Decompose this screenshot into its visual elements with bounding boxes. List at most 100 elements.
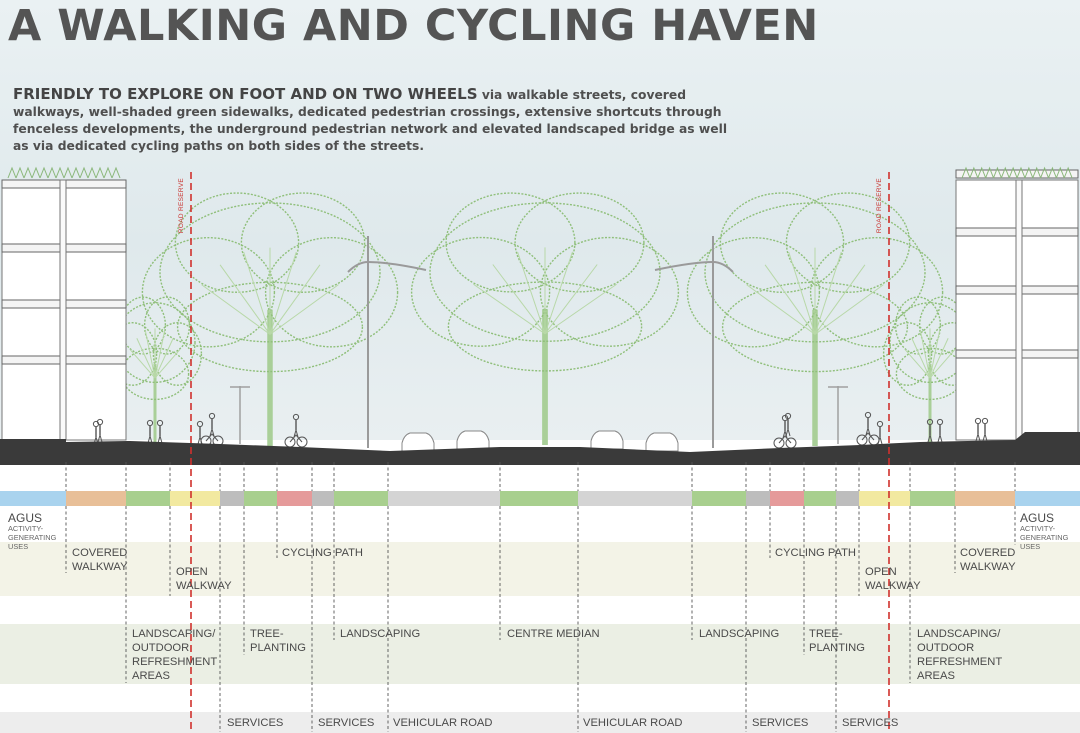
tree-canopy	[152, 322, 203, 386]
person-legs	[157, 435, 163, 444]
tree-branch	[201, 284, 271, 335]
tree-canopy	[143, 296, 191, 355]
building-left	[1, 166, 127, 441]
person-legs	[209, 428, 215, 437]
label-band-bottom	[0, 712, 1080, 733]
person-head	[156, 419, 164, 427]
lamp-arm	[347, 261, 369, 273]
label-cycling-path-left: CYCLING PATH	[282, 547, 364, 559]
label-band-top	[0, 542, 1080, 596]
person-right-1	[784, 412, 792, 437]
label-vehicular-road-right: VEHICULAR ROAD	[583, 717, 683, 729]
bike-frame	[205, 433, 219, 442]
car-2	[456, 430, 490, 450]
sky-background	[0, 0, 1080, 440]
person-left-3	[146, 419, 154, 444]
person-right-5	[974, 417, 982, 442]
tree-branch	[544, 283, 617, 335]
tree-large-right	[686, 192, 944, 446]
tree-branch	[929, 349, 956, 379]
person-head	[208, 412, 216, 420]
tree-branch	[929, 330, 941, 379]
label-covered-walkway-right: COVERED WALKWAY	[960, 547, 1016, 573]
tree-canopy	[141, 236, 276, 348]
tree-small-left	[107, 296, 203, 442]
label-open-walkway-left: OPEN WALKWAY	[176, 566, 232, 592]
roof-planting	[992, 166, 1002, 179]
tree-canopy	[894, 296, 942, 355]
lamp-arm	[654, 261, 714, 271]
road-reserve-lines	[190, 172, 890, 733]
strip-open-walkway-left	[170, 491, 220, 506]
label-landscaping-outdoor-right: LANDSCAPING/ OUTDOOR REFRESHMENT AREAS	[917, 628, 1003, 682]
buildings	[1, 166, 1079, 441]
tree-branch	[544, 264, 598, 335]
label-band-middle	[0, 624, 1080, 684]
tree-canopy	[114, 302, 196, 384]
label-agus-left: AGUs	[8, 511, 43, 525]
strip-landscaping-outdoor-right	[910, 491, 955, 506]
bike-wheel	[296, 436, 308, 448]
label-agus-sub-left: ACTIVITY- GENERATING USES	[8, 524, 57, 551]
building-column	[1015, 179, 1023, 441]
label-cycling-path-right: CYCLING PATH	[775, 547, 857, 559]
strip-centre-median	[500, 491, 578, 506]
cyclist-left-2-rider	[292, 413, 300, 438]
road-reserve-label-right: ROAD RESERVE	[876, 178, 883, 234]
tree-branch	[814, 251, 842, 335]
street-lamps	[230, 236, 848, 448]
roof-planting	[7, 166, 17, 179]
strip-covered-walkway-left	[66, 491, 126, 506]
label-centre-median: CENTRE MEDIAN	[507, 628, 600, 640]
tree-canopy	[785, 192, 911, 293]
roof-planting	[31, 166, 41, 179]
roof-planting	[63, 166, 73, 179]
person-head	[936, 418, 944, 426]
intro-body: via walkable streets, covered walkways, …	[13, 88, 728, 153]
tree-branch	[904, 349, 931, 379]
person-head	[926, 418, 934, 426]
roof-planting	[103, 166, 113, 179]
roof-planting	[79, 166, 89, 179]
roof-planting	[55, 166, 65, 179]
roof-planting	[1016, 166, 1026, 179]
bike-wheel	[773, 437, 785, 449]
tree-canopy	[704, 202, 926, 343]
bike-frame	[289, 434, 303, 443]
person-head	[784, 412, 792, 420]
label-services-1: SERVICES	[227, 717, 284, 729]
person-legs	[877, 436, 883, 445]
strip-services-left-2	[312, 491, 334, 506]
strip-agu-left	[0, 491, 66, 506]
person-legs	[293, 429, 299, 438]
roof-planting	[39, 166, 49, 179]
tree-branch	[269, 251, 297, 335]
roof-planting	[1047, 166, 1057, 179]
strip-landscaping-left	[334, 491, 388, 506]
roof-planting	[1024, 166, 1034, 179]
label-agus-right: AGUs	[1020, 511, 1055, 525]
person-legs	[865, 427, 871, 436]
strip-landscaping-right	[692, 491, 746, 506]
tree-canopy	[809, 236, 944, 348]
label-covered-walkway-left: COVERED WALKWAY	[72, 547, 128, 573]
zone-colour-strip	[0, 491, 1080, 506]
label-landscaping-outdoor-left: LANDSCAPING/ OUTDOOR REFRESHMENT AREAS	[132, 628, 218, 682]
person-legs	[927, 434, 933, 443]
tree-large-left	[141, 192, 399, 446]
people-and-cyclists	[92, 411, 989, 449]
tree-centre	[410, 192, 680, 445]
person-head	[146, 419, 154, 427]
car-3	[590, 430, 624, 450]
ground-section	[0, 432, 1080, 465]
person-legs	[975, 433, 981, 442]
cyclist-left-2	[284, 434, 308, 448]
person-head	[981, 417, 989, 425]
tree-branch	[473, 283, 546, 335]
person-head	[876, 420, 884, 428]
tree-branch	[219, 264, 271, 335]
strip-vehicular-road-right	[578, 491, 692, 506]
cars	[401, 430, 679, 452]
strip-tree-planting-right	[804, 491, 836, 506]
tree-canopy	[721, 281, 909, 373]
